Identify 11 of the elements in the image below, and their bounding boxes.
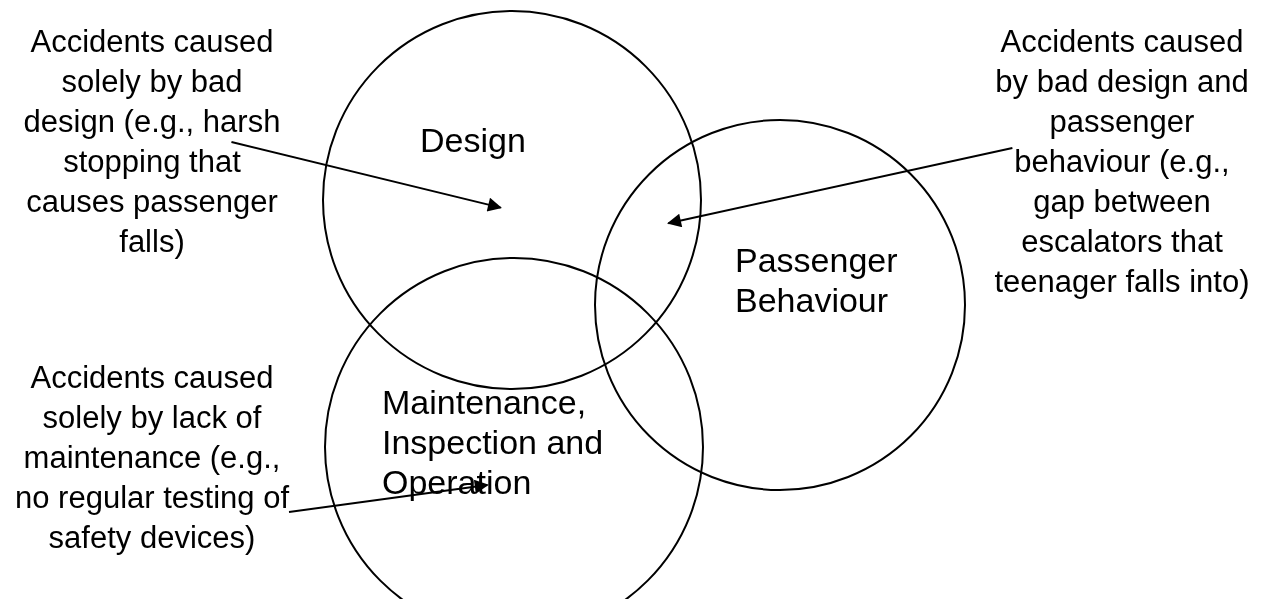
leader-arrow [288,479,489,513]
venn-circle [322,10,702,390]
venn-circle [324,257,704,599]
circle-label: Design [420,120,527,160]
leader-arrow [667,147,1014,228]
callout-text: Accidents caused solely by bad design (e.g., harsh stopping that causes passenger falls) [15,22,289,262]
leader-arrow [230,141,502,212]
circle-label: Passenger Behaviour [735,240,899,320]
callout-text: Accidents caused solely by lack of maintenance (e.g., no regular testing of safety devices) [15,358,289,558]
callout-text: Accidents caused by bad design and passenger behaviour (e.g., gap between escalators that teenager falls into) [985,22,1259,302]
circle-label: Maintenance, Inspection and Operation [382,382,605,502]
